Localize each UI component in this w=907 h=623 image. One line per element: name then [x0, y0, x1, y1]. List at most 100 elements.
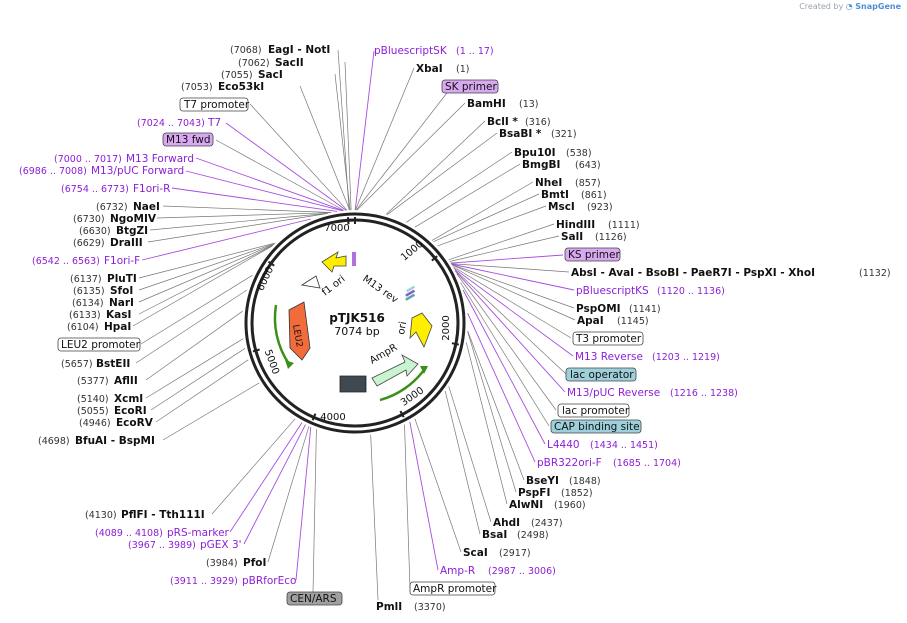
enzyme-PspOMI: PspOMI [576, 303, 621, 315]
pos-M13Reverse: (1203 .. 1219) [652, 352, 720, 363]
credit-prefix: Created by [799, 2, 844, 11]
leader-line [467, 330, 525, 481]
feature-pGEX3: pGEX 3' [200, 539, 242, 551]
pos-BseYI: (1848) [569, 476, 601, 487]
backbone-outer [244, 212, 466, 434]
pos-XbaI: (1) [456, 64, 469, 75]
pos-pBluescriptKS: (1120 .. 1136) [657, 286, 725, 297]
leader-line [141, 218, 311, 261]
pos-PflFI: (4130) [85, 510, 117, 521]
leader-line [334, 73, 351, 211]
leader-line [229, 422, 303, 533]
pos-BmtI: (861) [581, 190, 607, 201]
leader-line [243, 424, 306, 545]
label-lacpromoter: lac promoter [562, 405, 630, 417]
pos-T7: (7024 .. 7043) [137, 118, 205, 129]
enzyme-AlwNI: AlwNI [509, 499, 543, 511]
pos-pGEX3: (3967 .. 3989) [128, 540, 196, 551]
leader-line [452, 266, 572, 339]
label-AmpRpromoter: AmpR promoter [413, 583, 497, 595]
pos-MscI: (923) [587, 202, 613, 213]
leader-line [140, 274, 253, 345]
box-SKprimer [441, 79, 499, 94]
enzyme-XbaI: XbaI [416, 63, 443, 75]
pos-EcoRV: (4946) [79, 418, 111, 429]
leu2-arc-head [285, 360, 294, 369]
leader-line [195, 157, 344, 212]
pos-AlwNI: (1960) [554, 500, 586, 511]
ori-arrow [409, 312, 433, 348]
feature-pBluescriptKS: pBluescriptKS [576, 285, 649, 297]
enzyme-MscI: MscI [548, 201, 575, 213]
leader-line [406, 151, 513, 223]
tick-marks [252, 217, 459, 421]
box-CAP [550, 419, 642, 434]
dark-feature-block [339, 375, 367, 393]
leader-line [132, 245, 273, 327]
pos-EagI: (7068) [230, 45, 262, 56]
label-T3promoter: T3 promoter [575, 333, 642, 345]
pos-PspFI: (1852) [561, 488, 593, 499]
leader-line [414, 163, 521, 228]
enzyme-BsaBI: BsaBI * [499, 128, 542, 140]
enzyme-BamHI: BamHI [467, 98, 506, 110]
feature-pRSmarker: pRS-marker [167, 527, 230, 539]
leader-line [215, 139, 345, 211]
feature-M13pUCReverse: M13/pUC Reverse [567, 387, 660, 399]
pos-L4440: (1434 .. 1451) [590, 440, 658, 451]
pos-BsaBI: (321) [551, 129, 577, 140]
enzyme-DraIII: DraIII [110, 237, 143, 249]
enzyme-SacII: SacII [275, 57, 304, 69]
tick-mark [399, 410, 405, 418]
white-arrow [300, 275, 321, 289]
leader-line [162, 382, 260, 441]
leader-line [171, 187, 338, 212]
feature-pBluescriptSK: pBluescriptSK [374, 45, 448, 57]
enzyme-HindIII: HindIII [556, 219, 595, 231]
pos-NarI: (6134) [72, 298, 104, 309]
tick-7000: 7000 [324, 223, 349, 234]
ori-label: ori [396, 321, 409, 336]
enzyme-PmlI: PmlI [376, 601, 402, 613]
pos-AmpR: (2987 .. 3006) [488, 566, 556, 577]
enzyme-PfoI: PfoI [243, 557, 266, 569]
leader-line [138, 244, 274, 303]
enzyme-Bpu10I: Bpu10I [514, 147, 556, 159]
leader-line [454, 269, 567, 375]
enzyme-XcmI: XcmI [114, 393, 143, 405]
pos-HpaI: (6104) [67, 322, 99, 333]
leader-line [149, 213, 328, 231]
pos-BamHI: (13) [519, 99, 539, 110]
label-CENARS: CEN/ARS [290, 593, 337, 605]
feature-pBR322ori: pBR322ori-F [537, 457, 602, 469]
pos-HindIII: (1111) [608, 220, 640, 231]
pos-PspOMI: (1141) [629, 304, 661, 315]
enzyme-BmtI: BmtI [541, 189, 569, 201]
enzyme-SfoI: SfoI [110, 285, 133, 297]
enzyme-BmgBI: BmgBI [522, 159, 560, 171]
leader-line [462, 289, 546, 445]
label-KSprimer: KS primer [568, 249, 620, 261]
backbone-feature-cluster [405, 285, 416, 301]
enzyme-SalI: SalI [561, 231, 583, 243]
feature-AmpR: Amp-R [440, 565, 475, 577]
leader-line [299, 85, 351, 211]
plasmid-size: 7074 bp [334, 325, 379, 338]
enzyme-BclI: BclI * [487, 116, 518, 128]
tick-mark [252, 348, 260, 353]
pos-AbsI-group: (1132) [859, 268, 891, 279]
box-M13fwd [162, 132, 214, 147]
m13-rev-label: M13 rev [360, 273, 400, 305]
box-KSprimer [564, 247, 621, 262]
leu2-arc [273, 304, 291, 365]
leader-line [225, 122, 347, 211]
pos-BtgZI: (6630) [79, 226, 111, 237]
label-lacoperator: lac operator [570, 369, 634, 381]
leader-line [354, 50, 375, 211]
enzyme-PflFI: PflFI - Tth111I [121, 509, 205, 521]
pos-BsaI: (2498) [517, 530, 549, 541]
label-LEU2promoter: LEU2 promoter [61, 339, 141, 351]
enzyme-Eco53kI: Eco53kI [218, 81, 264, 93]
enzyme-NheI: NheI [535, 177, 562, 189]
pos-Bpu10I: (538) [566, 148, 592, 159]
